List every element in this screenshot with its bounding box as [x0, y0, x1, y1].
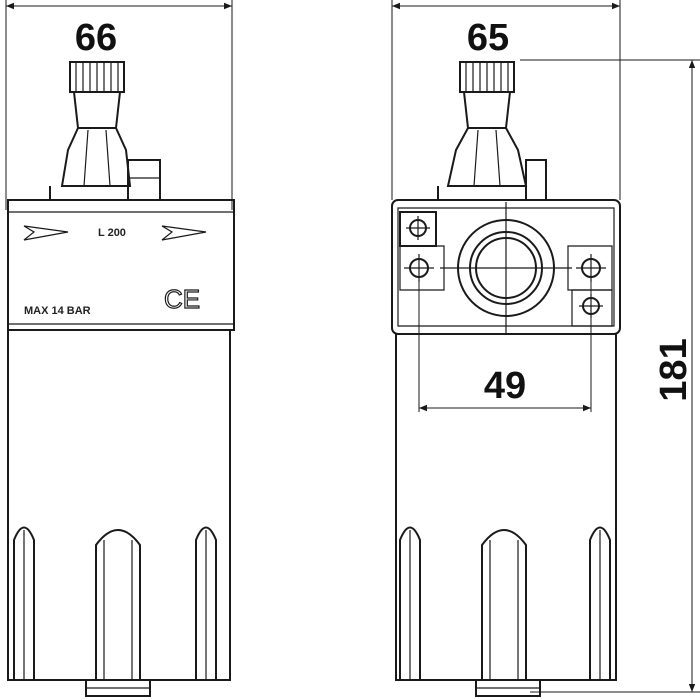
front-neck: [60, 127, 132, 187]
front-bowl-ribs: [13, 526, 217, 680]
side-width-dimension: 65: [391, 0, 621, 200]
mounting-hole-mid-right: [576, 254, 606, 282]
side-neck: [446, 127, 528, 187]
svg-text:CE: CE: [164, 284, 200, 314]
front-width-dimension: 66: [5, 0, 233, 210]
side-bowl: [395, 334, 617, 681]
model-label: L 200: [98, 227, 126, 239]
front-bowl: [7, 330, 231, 681]
front-fill-plug: [127, 159, 161, 201]
side-view: 65 181: [391, 0, 700, 697]
pressure-label: MAX 14 BAR: [24, 305, 91, 317]
front-view: 66 L 200: [5, 0, 235, 697]
flow-arrow-right: [161, 225, 207, 241]
side-height-label: 181: [653, 338, 695, 401]
front-head-block: [7, 199, 235, 331]
front-width-label: 66: [75, 17, 117, 59]
ce-mark: CE: [163, 283, 200, 314]
side-bowl-ribs: [399, 526, 611, 680]
side-port-block: [391, 199, 621, 335]
mounting-hole-top-left: [406, 216, 430, 240]
side-width-label: 65: [467, 17, 509, 59]
flow-arrow-left: [23, 225, 69, 241]
side-adjustment-knob: [459, 61, 515, 129]
side-height-dimension: 181: [520, 59, 700, 693]
central-port: [440, 202, 572, 334]
mounting-hole-mid-left: [404, 254, 434, 282]
front-adjustment-knob: [69, 61, 125, 129]
mount-spacing-label: 49: [484, 365, 526, 407]
side-fill-plug: [525, 159, 547, 201]
mount-spacing-dimension: 49: [418, 282, 592, 412]
